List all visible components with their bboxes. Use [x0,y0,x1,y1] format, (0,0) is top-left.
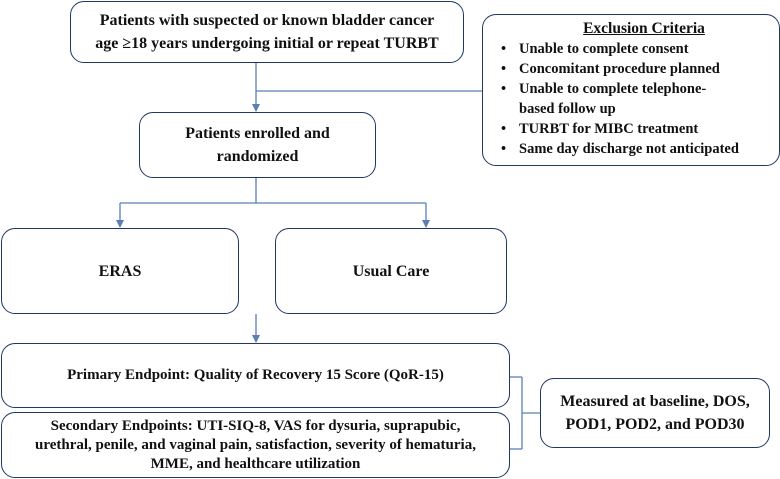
patients-line2: age ≥18 years undergoing initial or repe… [95,35,439,52]
secondary-line1: Secondary Endpoints: UTI-SIQ-8, VAS for … [50,417,461,434]
enrolled-line2: randomized [216,148,299,165]
patients-box: Patients with suspected or known bladder… [70,1,464,63]
exclusion-item: Same day discharge not anticipated [501,139,739,159]
primary-endpoint-box: Primary Endpoint: Quality of Recovery 15… [1,343,510,408]
exclusion-item: Unable to complete consent [501,39,739,59]
exclusion-item: Unable to complete telephone-based follo… [501,79,739,119]
exclusion-item: TURBT for MIBC treatment [501,119,739,139]
exclusion-list: Unable to complete consent Concomitant p… [499,39,739,159]
secondary-line2: urethral, penile, and vaginal pain, sati… [35,436,476,453]
measured-line2: POD1, POD2, and POD30 [565,416,745,433]
eras-label: ERAS [98,262,142,280]
exclusion-item: Concomitant procedure planned [501,59,739,79]
enrolled-line1: Patients enrolled and [185,125,330,142]
usual-care-box: Usual Care [275,228,507,314]
exclusion-title: Exclusion Criteria [583,20,705,37]
primary-endpoint-label: Primary Endpoint: Quality of Recovery 15… [67,367,444,383]
enrolled-box: Patients enrolled and randomized [139,112,376,178]
patients-line1: Patients with suspected or known bladder… [99,12,435,29]
secondary-endpoints-box: Secondary Endpoints: UTI-SIQ-8, VAS for … [1,412,510,478]
eras-box: ERAS [1,228,239,314]
usual-care-label: Usual Care [352,262,430,280]
measured-line1: Measured at baseline, DOS, [560,393,750,410]
secondary-line3: MME, and healthcare utilization [150,455,361,472]
exclusion-criteria-box: Exclusion Criteria Unable to complete co… [482,14,780,166]
measured-box: Measured at baseline, DOS, POD1, POD2, a… [540,378,770,448]
